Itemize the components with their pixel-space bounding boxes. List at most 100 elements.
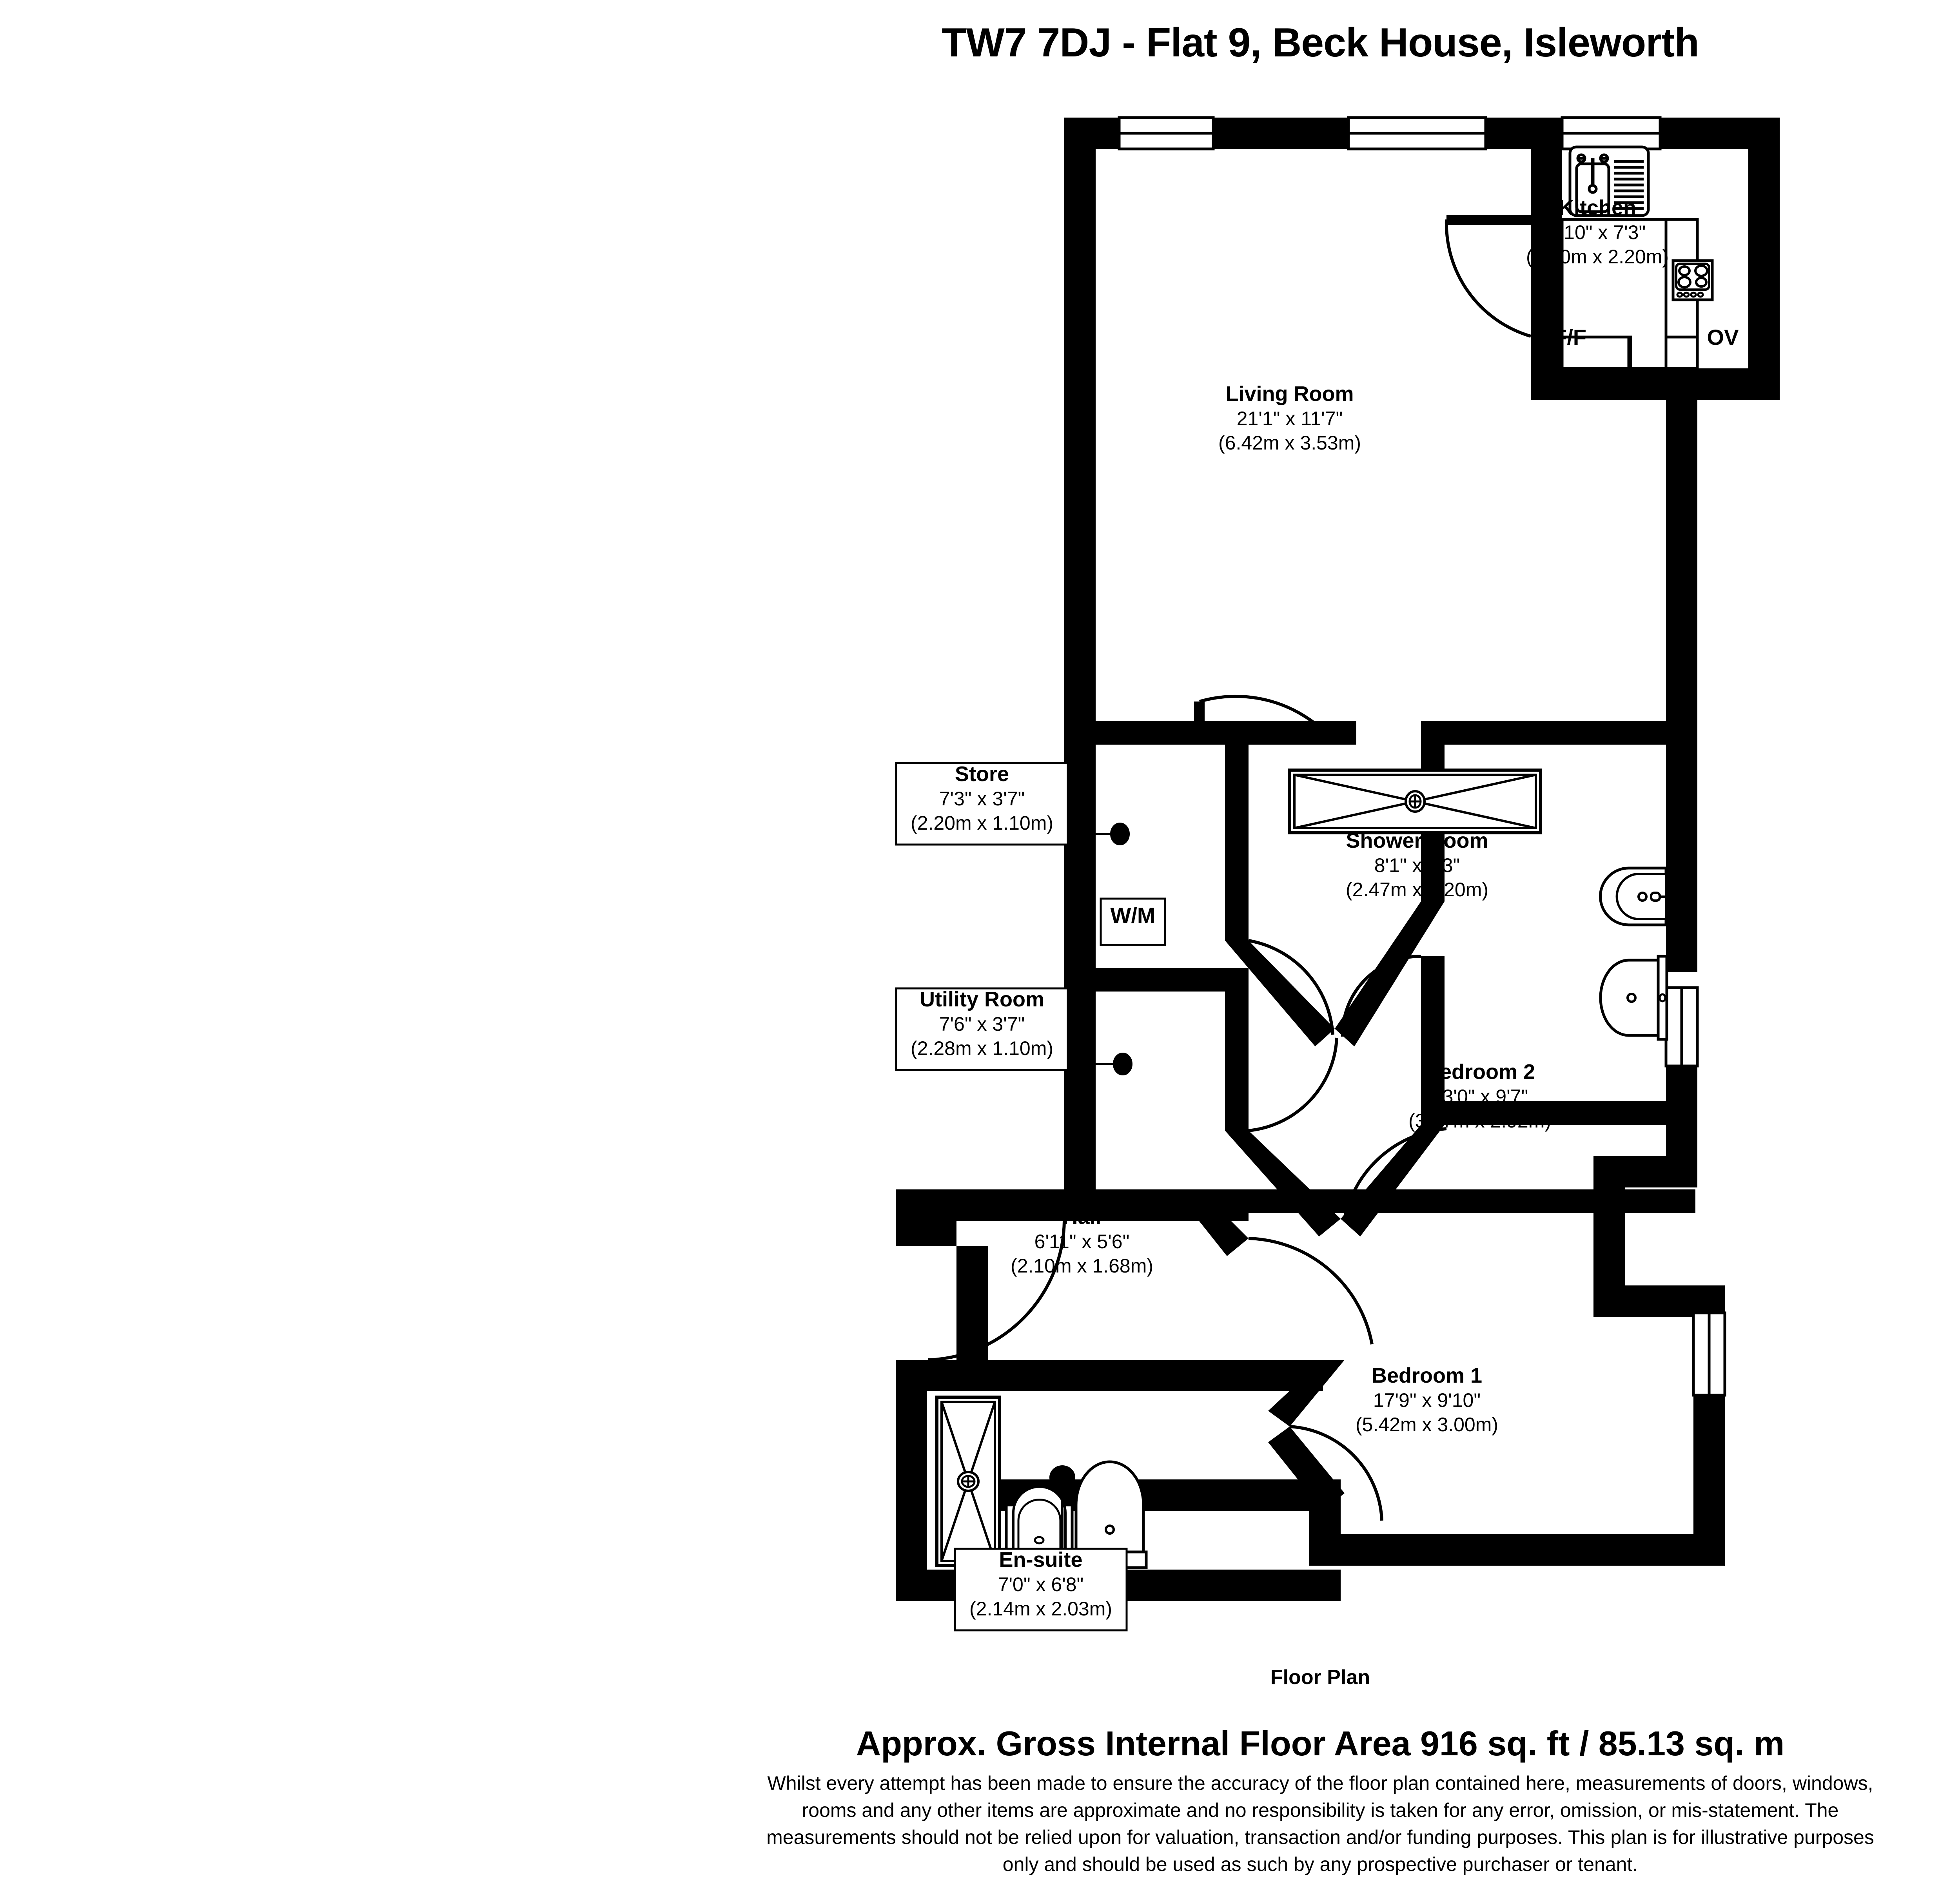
wall-kitchen-bottom (1531, 368, 1780, 400)
room-label-box (895, 762, 1069, 846)
gross-internal-area-text: Approx. Gross Internal Floor Area 916 sq… (856, 1724, 1785, 1763)
wall-hall-top-left (896, 1189, 1064, 1221)
room-dim-metric: (2.47m x 2.20m) (1346, 879, 1488, 901)
appliance-label-washing-machine: W/M (1100, 897, 1166, 946)
appliance-text: F/F (1553, 325, 1586, 350)
room-name: Kitchen (1559, 196, 1636, 219)
wall-hall-diagonal-top-right (1174, 1189, 1249, 1256)
wall-store-utility-divider (1064, 968, 1249, 992)
door-swing-bedroom-1 (1248, 1237, 1374, 1345)
door-swing-ensuite (1289, 1425, 1383, 1521)
shower-tray-icon (1288, 769, 1542, 834)
room-dim-imperial: 13'0" x 9'7" (1432, 1086, 1528, 1108)
door-swing-bedroom-2 (1343, 1127, 1447, 1219)
room-dim-metric: (2.28m x 1.10m) (911, 1037, 1053, 1059)
floor-plan-caption: Floor Plan (1270, 1666, 1370, 1689)
window-bedroom-2 (1664, 986, 1699, 1068)
wall-living-room-bottom-left (1225, 721, 1356, 745)
room-dim-imperial: 21'1" x 11'7" (1237, 408, 1343, 430)
room-dim-imperial: 7'3" x 3'7" (939, 788, 1025, 810)
appliance-text: W/M (1110, 903, 1155, 928)
page-title: TW7 7DJ - Flat 9, Beck House, Isleworth (942, 20, 1699, 65)
wall-ensuite-diagonal-lower (1268, 1427, 1345, 1511)
room-name: Bedroom 2 (1425, 1060, 1535, 1084)
room-dim-metric: (6.42m x 3.53m) (1218, 432, 1361, 454)
door-swing-living-corridor (1199, 694, 1331, 738)
wall-store-top (1064, 721, 1249, 745)
room-label-box (895, 987, 1069, 1071)
leader-dot-store (1110, 823, 1130, 845)
wall-utility-right (1225, 968, 1249, 1131)
window-kitchen (1561, 116, 1662, 150)
doors-group (928, 215, 1532, 1521)
room-dim-metric: (2.14m x 2.03m) (969, 1598, 1112, 1620)
disclaimer-line-1: Whilst every attempt has been made to en… (767, 1772, 1873, 1794)
room-dim-imperial: 7'6" x 3'7" (939, 1013, 1025, 1035)
disclaimer-line-3: measurements should not be relied upon f… (766, 1826, 1874, 1848)
disclaimer-line-4: only and should be used as such by any p… (1002, 1853, 1638, 1875)
door-swing-hall-entry (928, 1220, 1066, 1361)
room-dim-imperial: 6'11" x 5'6" (1034, 1231, 1130, 1253)
bath-icon-ensuite (935, 1396, 1001, 1567)
room-dim-metric: (3.97m x 2.92m) (1408, 1110, 1551, 1132)
room-name: Store (955, 762, 1009, 786)
window-living-room-2 (1347, 116, 1487, 150)
kitchen-unit-ov (1664, 335, 1699, 370)
leader-dot-ensuite (1049, 1465, 1075, 1490)
room-label-bedroom-2: Bedroom 213'0" x 9'7"(3.97m x 2.92m) (1408, 1060, 1551, 1132)
room-name: Shower Room (1346, 829, 1488, 852)
windows-group (1118, 116, 1726, 1397)
door-swing-store (1248, 939, 1334, 1035)
door-leaf-kitchen (1446, 215, 1531, 225)
room-name: Bedroom 1 (1372, 1364, 1482, 1387)
room-name: En-suite (999, 1548, 1082, 1572)
wall-shower-room-bottom (1421, 1101, 1668, 1125)
room-dim-imperial: 17'9" x 9'10" (1373, 1389, 1481, 1411)
appliance-box (1100, 897, 1166, 946)
wall-store-right (1225, 721, 1249, 941)
wc-icon-shower-room (1599, 955, 1668, 1041)
appliance-label-oven: OV (1707, 325, 1739, 350)
window-bedroom-1 (1692, 1311, 1726, 1397)
wall-ensuite-left-upper (896, 1360, 927, 1601)
room-dim-metric: (2.20m x 1.10m) (911, 812, 1053, 834)
room-dim-metric: (5.42m x 3.00m) (1356, 1414, 1498, 1436)
room-dim-imperial: 7'10" x 7'3" (1549, 221, 1646, 243)
leader-dot-utility (1113, 1053, 1132, 1075)
wall-ensuite-diagonal-upper (1268, 1360, 1345, 1427)
door-swing-shower-room (1341, 955, 1421, 1037)
wall-kitchen-door-stub-upper (1531, 118, 1562, 219)
room-label-bedroom-1: Bedroom 117'9" x 9'10" (5.42m x 3.00m) (1356, 1364, 1498, 1436)
door-swing-utility (1248, 1037, 1338, 1132)
appliance-labels-group: F/F OV W/M (1100, 325, 1739, 946)
room-name: Hall (1062, 1205, 1101, 1229)
wall-living-room-bottom-right (1421, 721, 1666, 745)
wall-shower-room-left-lower (1421, 956, 1445, 1125)
kitchen-unit-ff (1561, 335, 1632, 370)
hob-icon (1671, 259, 1714, 301)
wall-corridor-diagonal-upper-right (1335, 901, 1445, 1046)
room-dim-imperial: 7'0" x 6'8" (998, 1573, 1084, 1595)
footer: Floor Plan Approx. Gross Internal Floor … (0, 1666, 1960, 1878)
disclaimer-line-2: rooms and any other items are approximat… (802, 1799, 1839, 1821)
wall-corridor-diagonal-lower-right (1341, 1125, 1445, 1236)
fixtures-group (935, 145, 1714, 1569)
window-living-room-1 (1118, 116, 1215, 150)
room-dim-metric: (2.40m x 2.20m) (1526, 246, 1669, 268)
appliance-label-fridge-freezer: F/F (1553, 325, 1586, 350)
wall-corridor-diagonal-upper-left (1225, 941, 1335, 1046)
sink-with-drainer-icon (1568, 145, 1650, 217)
wall-outline-group (896, 118, 1780, 1601)
room-name: Utility Room (920, 988, 1044, 1011)
wash-basin-icon-shower-room (1599, 866, 1668, 926)
wall-corridor-diagonal-lower-left (1225, 1131, 1341, 1236)
appliance-text: OV (1707, 325, 1739, 350)
wall-hall-bottom (927, 1360, 1323, 1391)
